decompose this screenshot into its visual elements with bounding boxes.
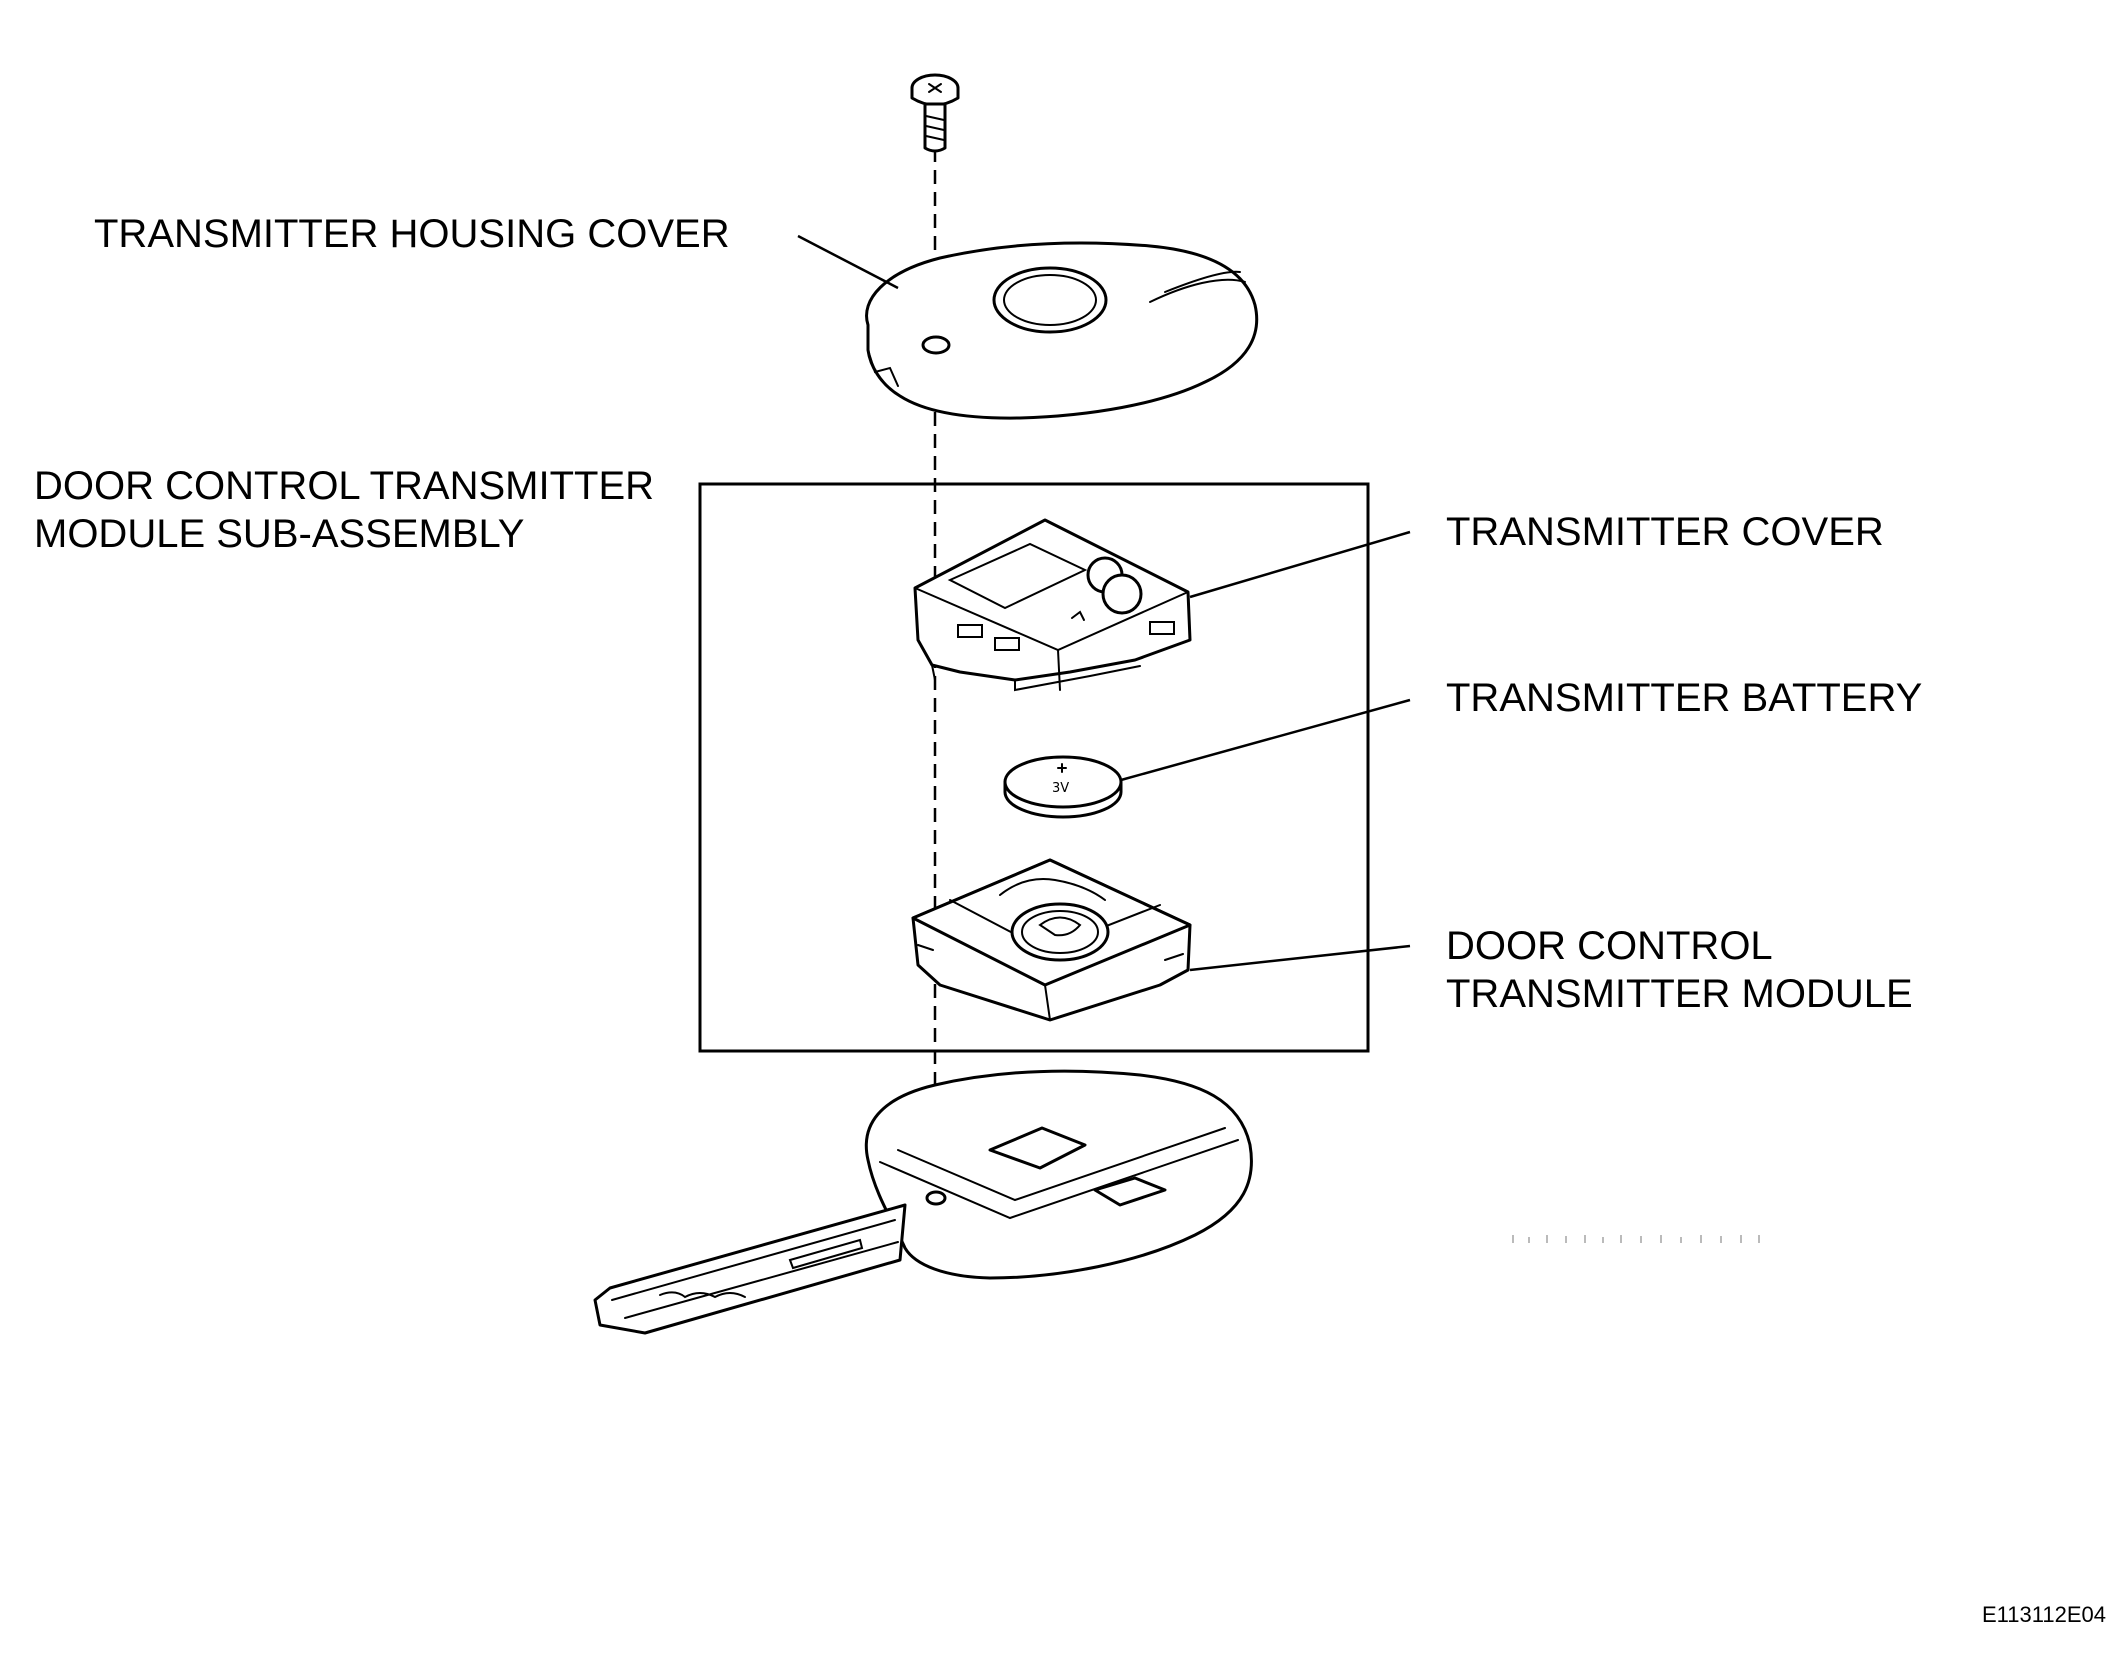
label-transmitter-housing-cover: TRANSMITTER HOUSING COVER (94, 212, 730, 256)
battery-marking: 3V (1052, 781, 1069, 796)
label-transmitter-battery: TRANSMITTER BATTERY (1446, 676, 1923, 720)
key-housing (593, 1069, 1253, 1335)
transmitter-battery: 3V (1003, 755, 1123, 819)
leader-housing-cover (797, 234, 899, 290)
label-door-control-module-line1: DOOR CONTROL (1446, 924, 1773, 968)
leader-door-control-module (1189, 944, 1411, 972)
screw (910, 73, 960, 153)
label-transmitter-cover: TRANSMITTER COVER (1446, 510, 1884, 554)
leader-transmitter-cover (1189, 530, 1411, 599)
figure-code: E113112E04 (1982, 1602, 2106, 1627)
label-sub-assembly-line1: DOOR CONTROL TRANSMITTER (34, 464, 655, 508)
door-control-transmitter-module (911, 858, 1192, 1022)
sub-assembly-frame (698, 482, 1370, 1053)
faint-artifact (1512, 1235, 1760, 1243)
transmitter-cover (913, 518, 1192, 692)
label-door-control-module-line2: TRANSMITTER MODULE (1446, 972, 1913, 1016)
label-sub-assembly-line2: MODULE SUB-ASSEMBLY (34, 512, 525, 556)
transmitter-housing-cover (865, 241, 1259, 420)
leader-transmitter-battery (1120, 698, 1411, 782)
